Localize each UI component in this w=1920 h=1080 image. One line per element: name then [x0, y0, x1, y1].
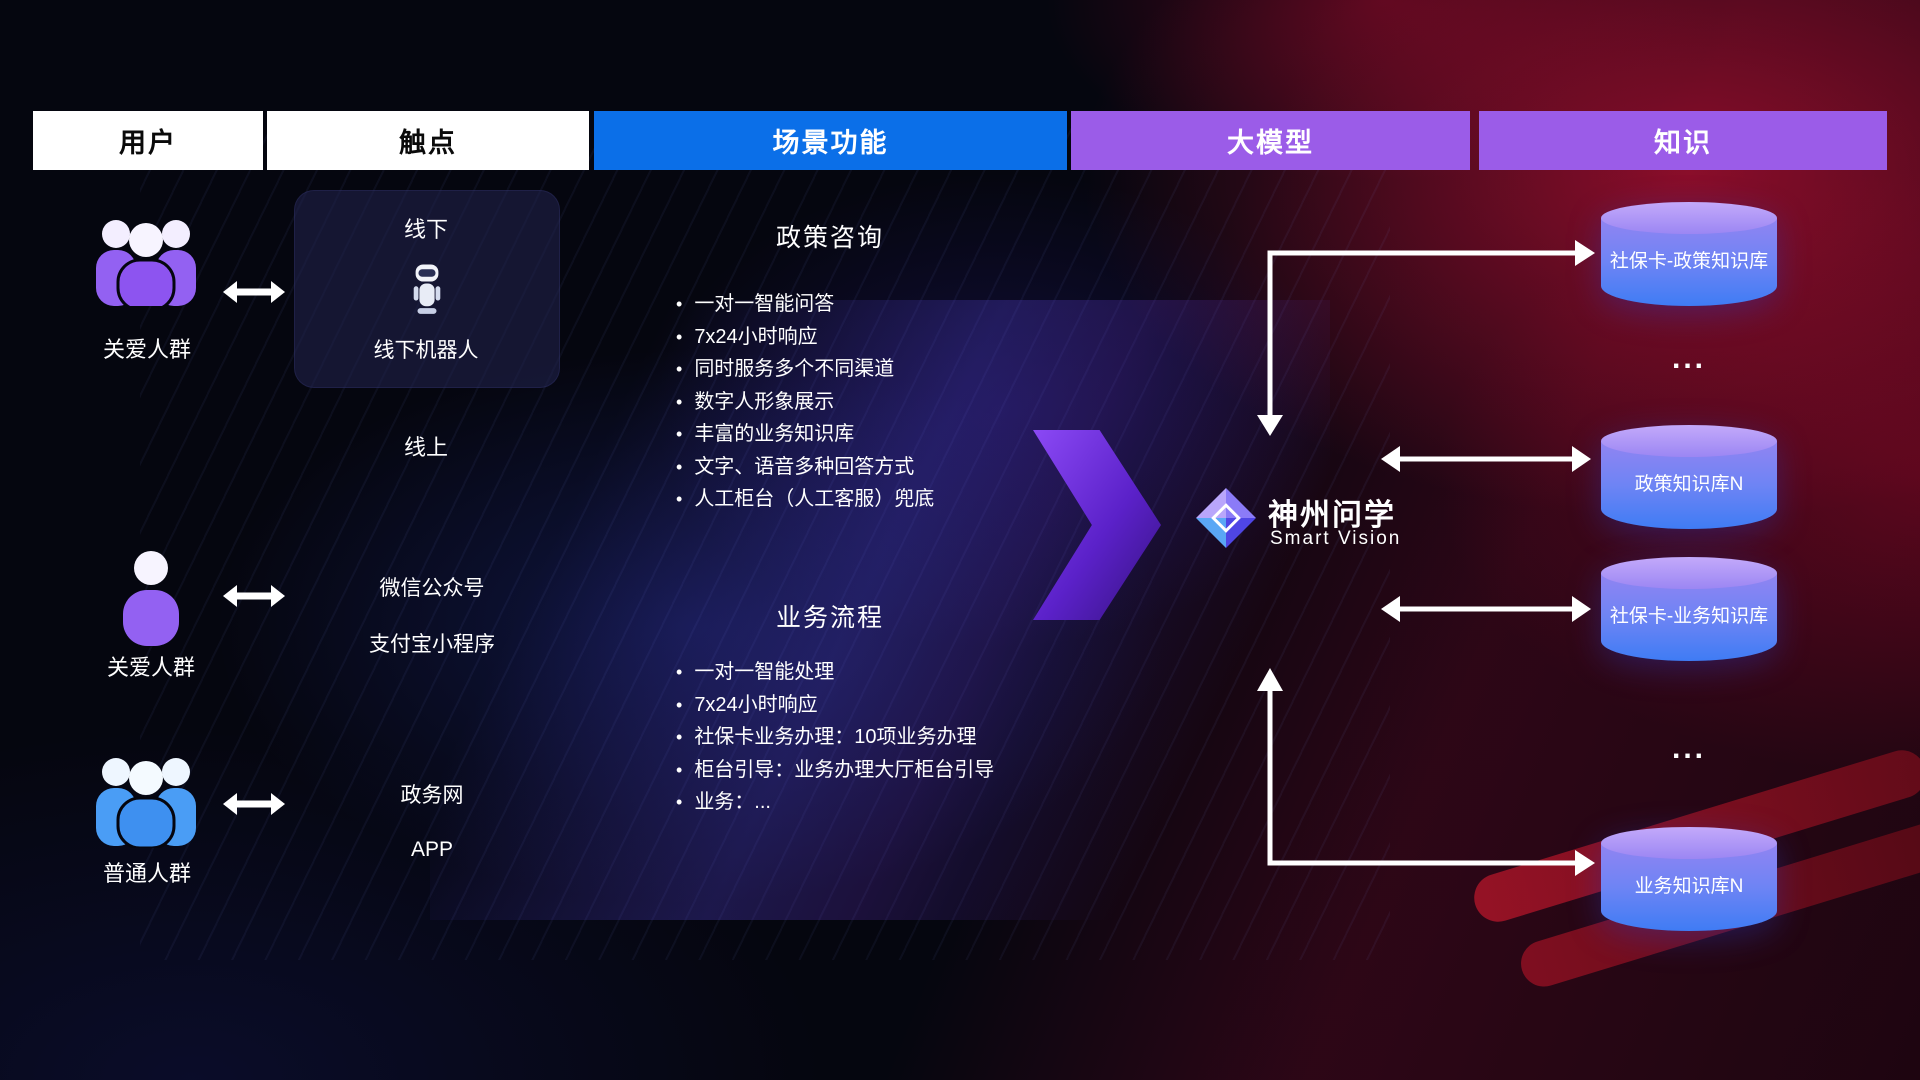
column-header-users: 用户	[33, 111, 263, 170]
db-cylinder-top	[1601, 557, 1777, 589]
model-name: 神州问学	[1268, 499, 1396, 532]
bullet-item: 7x24小时响应	[676, 321, 934, 354]
db-cylinder-top	[1601, 425, 1777, 457]
bullet-item: 7x24小时响应	[676, 689, 994, 722]
db-label: 政策知识库N	[1634, 473, 1744, 495]
knowledge-ellipsis: ...	[1671, 342, 1706, 375]
column-header-touchpoints: 触点	[267, 111, 589, 170]
knowledge-db-business-n: 业务知识库N	[1601, 827, 1777, 931]
knowledge-ellipsis: ...	[1671, 732, 1706, 765]
bullet-item: 业务：...	[676, 786, 994, 819]
exchange-arrow-icon	[222, 790, 286, 818]
user-single-purple-icon	[118, 548, 184, 646]
online-title: 线上	[403, 435, 448, 460]
scenario-business-title: 业务流程	[775, 604, 884, 632]
bullet-item: 人工柜台（人工客服）兜底	[676, 483, 934, 516]
knowledge-db-policy-n: 政策知识库N	[1601, 425, 1777, 529]
user-group-purple-icon	[86, 210, 206, 312]
bullet-item: 丰富的业务知识库	[676, 418, 934, 451]
bullet-item: 文字、语音多种回答方式	[676, 451, 934, 484]
user-single-label: 关爱人群	[106, 655, 195, 680]
db-label: 社保卡-业务知识库	[1609, 605, 1769, 627]
knowledge-db-policy-card: 社保卡-政策知识库	[1601, 202, 1777, 306]
bullet-item: 社保卡业务办理：10项业务办理	[676, 721, 994, 754]
exchange-arrow-icon	[222, 278, 286, 306]
scenario-policy-title: 政策咨询	[775, 224, 884, 252]
bullet-item: 一对一智能问答	[676, 288, 934, 321]
column-header-knowledge: 知识	[1479, 111, 1887, 170]
column-header-scenarios: 场景功能	[594, 111, 1067, 170]
user-group-label: 关爱人群	[102, 337, 191, 362]
model-subtitle: Smart Vision	[1270, 528, 1402, 549]
exchange-arrow-icon	[222, 582, 286, 610]
touchpoint-gov: 政务网	[400, 784, 464, 807]
bullet-item: 一对一智能处理	[676, 656, 994, 689]
db-label: 社保卡-政策知识库	[1609, 250, 1769, 272]
knowledge-db-business-card: 社保卡-业务知识库	[1601, 557, 1777, 661]
smart-vision-logo-icon	[1194, 486, 1258, 550]
offline-title: 线下	[403, 217, 448, 242]
db-cylinder-top	[1601, 202, 1777, 234]
bullet-item: 同时服务多个不同渠道	[676, 353, 934, 386]
scenario-business-bullets: 一对一智能处理 7x24小时响应 社保卡业务办理：10项业务办理 柜台引导：业务…	[676, 656, 994, 819]
touchpoint-app: APP	[410, 838, 454, 861]
robot-icon	[408, 262, 446, 322]
user-group-blue-icon	[86, 748, 206, 850]
bullet-item: 柜台引导：业务办理大厅柜台引导	[676, 754, 994, 787]
db-label: 业务知识库N	[1634, 875, 1744, 897]
touchpoint-wechat: 微信公众号	[379, 577, 485, 600]
scenario-policy-bullets: 一对一智能问答 7x24小时响应 同时服务多个不同渠道 数字人形象展示 丰富的业…	[676, 288, 934, 516]
user-group2-label: 普通人群	[102, 861, 191, 886]
column-header-model: 大模型	[1071, 111, 1470, 170]
touchpoint-alipay: 支付宝小程序	[369, 633, 495, 656]
bullet-item: 数字人形象展示	[676, 386, 934, 419]
offline-robot-label: 线下机器人	[373, 339, 479, 362]
db-cylinder-top	[1601, 827, 1777, 859]
